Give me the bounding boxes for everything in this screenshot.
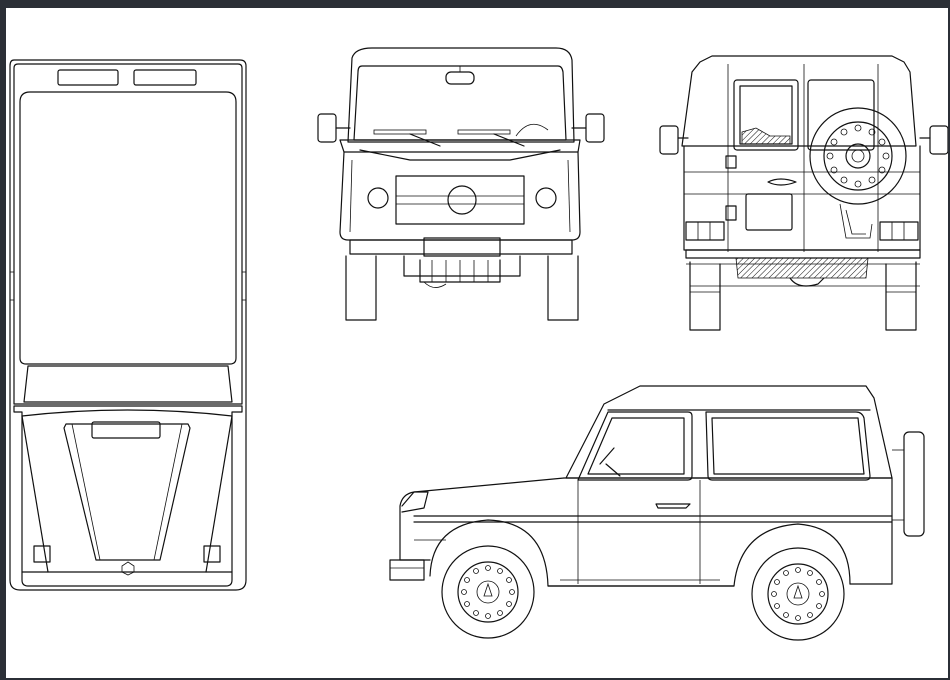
front-view bbox=[317, 47, 605, 321]
side-view bbox=[389, 385, 925, 641]
rear-view bbox=[659, 55, 948, 331]
drawing-canvas[interactable] bbox=[6, 8, 948, 678]
top-view bbox=[9, 59, 247, 591]
cad-drawing bbox=[9, 47, 948, 641]
